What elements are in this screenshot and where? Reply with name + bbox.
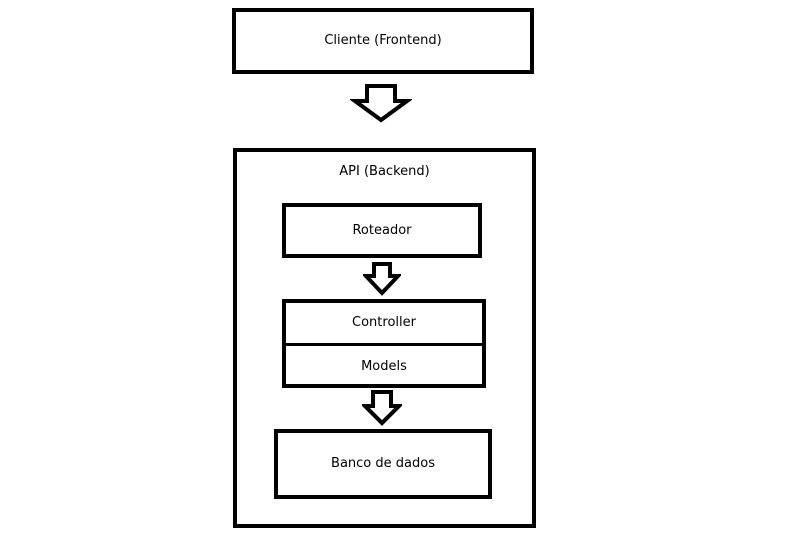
client-box: Cliente (Frontend) [232,8,534,74]
client-label: Cliente (Frontend) [324,33,442,48]
arrow-models-to-database-icon [362,390,402,426]
api-title: API (Backend) [339,164,430,179]
controller-models-box: Controller Models [282,299,486,388]
router-box: Roteador [282,203,482,258]
database-box: Banco de dados [274,429,492,499]
database-label: Banco de dados [331,456,435,471]
arrow-client-to-api-icon [350,84,412,123]
models-label: Models [361,359,407,374]
controller-label: Controller [352,315,416,330]
controller-models-divider [286,343,482,346]
router-label: Roteador [352,222,412,238]
arrow-router-to-controller-icon [363,262,401,296]
